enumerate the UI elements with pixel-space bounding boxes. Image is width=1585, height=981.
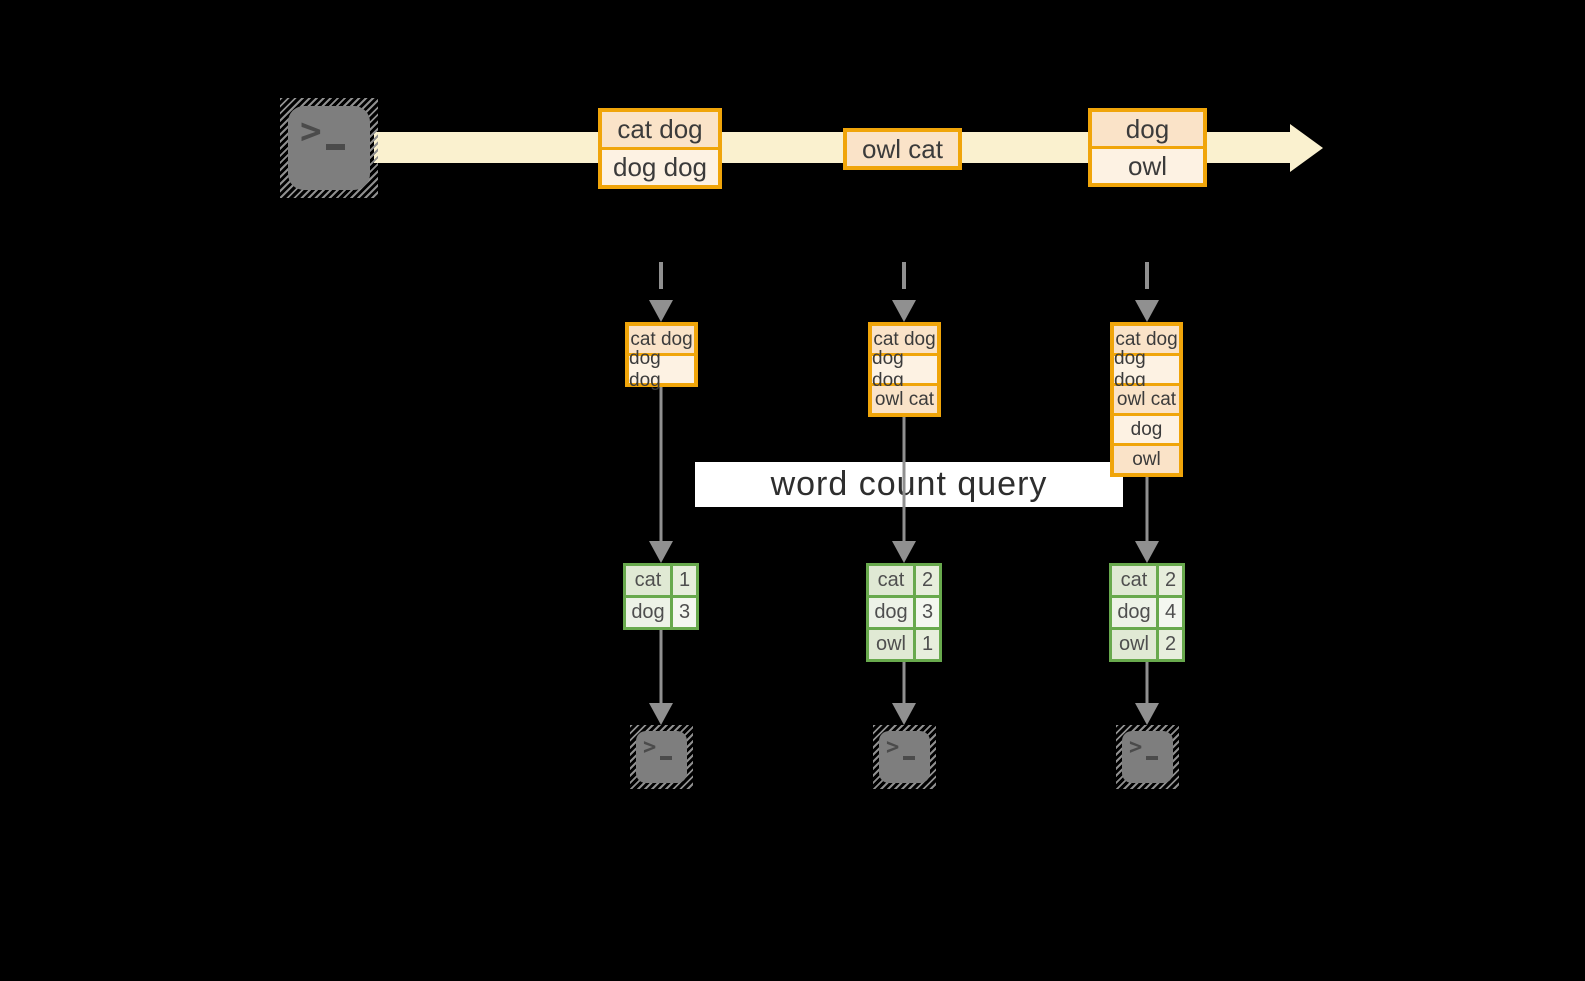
terminal-icon-source: > — [280, 98, 378, 198]
arrow-stem — [1145, 262, 1149, 289]
word-cell: dog — [1112, 598, 1156, 627]
arrow-stem — [1145, 662, 1149, 707]
trigger-arrow-1 — [649, 262, 673, 322]
terminal-prompt-icon: > — [300, 111, 322, 152]
trigger-arrow-2 — [892, 262, 916, 322]
word-cell: owl — [1112, 630, 1156, 659]
terminal-icon-sink-3: > — [1116, 725, 1179, 789]
batch-line: dog — [1092, 112, 1203, 146]
arrow-head-icon — [649, 703, 673, 725]
arrow-stem — [1145, 477, 1149, 545]
word-cell: cat — [626, 566, 670, 595]
stack-line: dog dog — [872, 348, 937, 391]
stack-line: dog dog — [629, 348, 694, 391]
arrow-stem — [659, 630, 663, 707]
count-cell: 2 — [916, 566, 939, 595]
stack-line: cat dog — [872, 326, 937, 353]
count-cell: 1 — [673, 566, 696, 595]
result-row: cat 2 — [1112, 566, 1182, 595]
arrow-stem — [902, 662, 906, 707]
arrow-stem — [902, 417, 906, 545]
query-arrow-2 — [892, 417, 916, 563]
result-table-1: cat 1 dog 3 — [623, 563, 699, 630]
result-row: dog 3 — [626, 598, 696, 627]
terminal-icon-body: > — [288, 106, 370, 190]
stack-line: owl cat — [872, 386, 937, 413]
result-row: owl 1 — [869, 630, 939, 659]
input-table-stack-1: cat dog dog dog — [625, 322, 698, 391]
query-arrow-1 — [649, 387, 673, 563]
arrow-head-icon — [892, 541, 916, 563]
stack-line: owl — [1114, 446, 1179, 473]
result-row: dog 4 — [1112, 598, 1182, 627]
query-arrow-3 — [1135, 477, 1159, 563]
terminal-icon-body: > — [636, 731, 687, 783]
input-table-stack-3: cat dog dog dog owl cat dog owl — [1110, 322, 1183, 477]
terminal-icon-sink-1: > — [630, 725, 693, 789]
terminal-prompt-icon: > — [886, 735, 900, 760]
stream-batch-box-2: owl cat — [843, 128, 962, 170]
word-cell: dog — [869, 598, 913, 627]
terminal-prompt-icon: > — [643, 735, 657, 760]
result-table-3: cat 2 dog 4 owl 2 — [1109, 563, 1185, 662]
arrow-stem — [902, 262, 906, 289]
stack-line: dog dog — [1114, 348, 1179, 391]
word-count-query-label: word count query — [695, 462, 1123, 507]
arrow-head-icon — [892, 703, 916, 725]
result-row: owl 2 — [1112, 630, 1182, 659]
arrow-stem — [659, 262, 663, 289]
output-arrow-3 — [1135, 662, 1159, 725]
terminal-icon-body: > — [879, 731, 930, 783]
stream-batch-box-3: dog owl — [1088, 108, 1207, 187]
word-cell: owl — [869, 630, 913, 659]
arrow-head-icon — [649, 541, 673, 563]
arrow-head-icon — [1135, 300, 1159, 322]
batch-line: owl — [1092, 149, 1203, 183]
count-cell: 3 — [916, 598, 939, 627]
arrow-head-icon — [1135, 541, 1159, 563]
stack-line: cat dog — [1114, 326, 1179, 353]
stack-line: cat dog — [629, 326, 694, 353]
result-row: cat 1 — [626, 566, 696, 595]
count-cell: 2 — [1159, 566, 1182, 595]
stream-batch-box-1: cat dog dog dog — [598, 108, 722, 189]
batch-line: dog dog — [602, 150, 718, 185]
terminal-icon-sink-2: > — [873, 725, 936, 789]
arrow-head-icon — [649, 300, 673, 322]
terminal-cursor-icon — [660, 756, 672, 760]
batch-line: owl cat — [847, 132, 958, 166]
word-cell: cat — [1112, 566, 1156, 595]
stack-line: owl cat — [1114, 386, 1179, 413]
result-table-2: cat 2 dog 3 owl 1 — [866, 563, 942, 662]
terminal-icon-body: > — [1122, 731, 1173, 783]
terminal-cursor-icon — [903, 756, 915, 760]
count-cell: 1 — [916, 630, 939, 659]
terminal-cursor-icon — [1146, 756, 1158, 760]
result-row: cat 2 — [869, 566, 939, 595]
word-cell: dog — [626, 598, 670, 627]
stack-line: dog — [1114, 416, 1179, 443]
count-cell: 4 — [1159, 598, 1182, 627]
arrow-head-icon — [1135, 703, 1159, 725]
output-arrow-2 — [892, 662, 916, 725]
trigger-arrow-3 — [1135, 262, 1159, 322]
word-cell: cat — [869, 566, 913, 595]
batch-line: cat dog — [602, 112, 718, 147]
count-cell: 2 — [1159, 630, 1182, 659]
input-stream-arrowhead-icon — [1290, 124, 1323, 172]
result-row: dog 3 — [869, 598, 939, 627]
arrow-stem — [659, 387, 663, 545]
input-table-stack-2: cat dog dog dog owl cat — [868, 322, 941, 417]
terminal-cursor-icon — [326, 144, 345, 150]
count-cell: 3 — [673, 598, 696, 627]
terminal-prompt-icon: > — [1129, 735, 1143, 760]
arrow-head-icon — [892, 300, 916, 322]
output-arrow-1 — [649, 630, 673, 725]
